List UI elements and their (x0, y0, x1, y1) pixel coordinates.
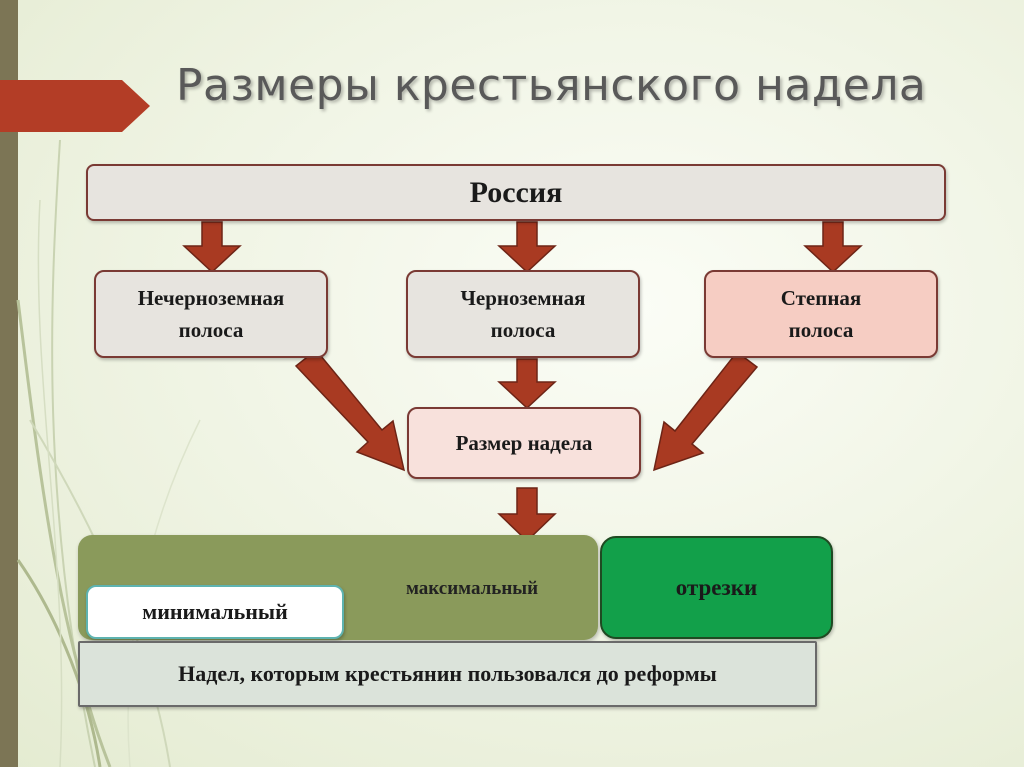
slide-title: Размеры крестьянского надела (176, 60, 927, 111)
arrow-diag-right (652, 350, 759, 472)
steppe-line1: Степная (780, 286, 862, 310)
allotment-size-box: Размер надела (407, 407, 641, 479)
arrow-down-steppe (803, 221, 863, 274)
cuts-box: отрезки (600, 536, 833, 639)
russia-box: Россия (86, 164, 946, 221)
arrow-diag-left (294, 348, 406, 472)
steppe-zone-box: Степная полоса (704, 270, 938, 358)
non-chernozem-zone-box: Нечерноземная полоса (94, 270, 328, 358)
non-chernozem-line2: полоса (178, 318, 244, 342)
arrow-down-bottom (497, 487, 557, 543)
minimal-label: минимальный (142, 599, 288, 624)
russia-label: Россия (469, 175, 563, 209)
left-accent-bar (0, 0, 18, 767)
arrow-down-allotment (497, 358, 557, 410)
title-accent-arrow (0, 80, 150, 132)
non-chernozem-line1: Нечерноземная (137, 286, 285, 310)
arrow-down-chern (497, 221, 557, 274)
maximal-label: максимальный (406, 578, 539, 599)
chernozem-line2: полоса (490, 318, 556, 342)
pre-reform-allotment-label: Надел, которым крестьянин пользовался до… (178, 661, 717, 686)
allotment-size-label: Размер надела (455, 430, 593, 455)
chernozem-line1: Черноземная (460, 286, 586, 310)
arrow-down-nonchern (182, 221, 242, 274)
steppe-line2: полоса (788, 318, 854, 342)
pre-reform-allotment-box: Надел, которым крестьянин пользовался до… (78, 641, 817, 707)
minimal-allotment-box: минимальный (86, 585, 344, 639)
chernozem-zone-box: Черноземная полоса (406, 270, 640, 358)
cuts-label: отрезки (675, 574, 758, 600)
